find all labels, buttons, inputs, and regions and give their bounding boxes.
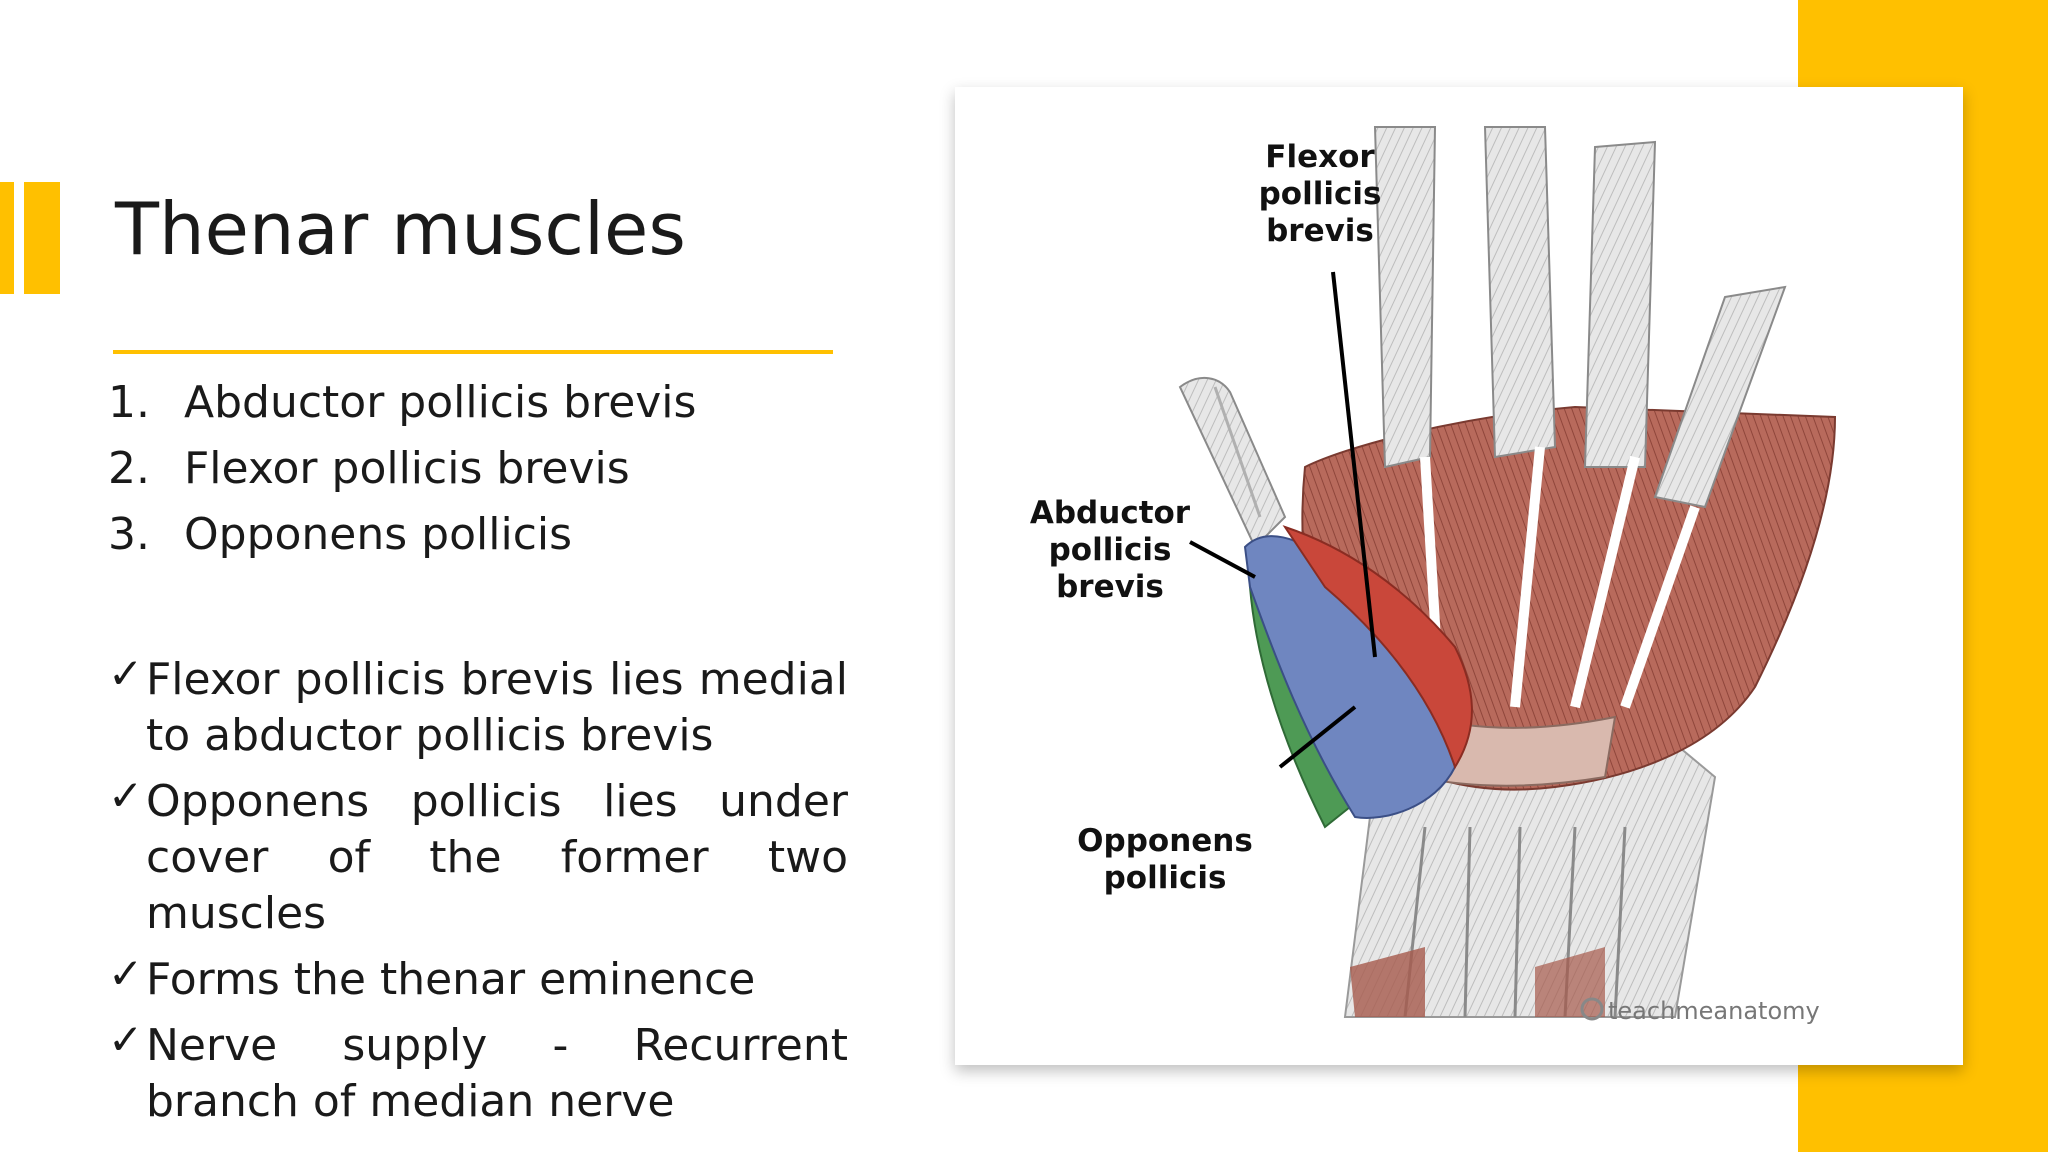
- hand-anatomy-illustration: Flexor pollicis brevis Abductor pollicis…: [1030, 126, 1837, 1025]
- label-flexor-pollicis-brevis-line2: pollicis: [1259, 176, 1382, 212]
- watermark-logo-icon: [1580, 997, 1604, 1021]
- watermark-text: teachmeanatomy: [1608, 997, 1820, 1025]
- checkmark-icon: ✓: [108, 771, 144, 820]
- flexor-pollicis-brevis-muscle: [1282, 525, 1473, 770]
- label-abductor-pollicis-brevis-line3: brevis: [1056, 569, 1164, 605]
- label-abductor-pollicis-brevis-line2: pollicis: [1049, 532, 1172, 568]
- title-underline: [113, 350, 833, 354]
- label-flexor-pollicis-brevis-line1: Flexor: [1265, 139, 1375, 175]
- facts-list: ✓ Flexor pollicis brevis lies medial to …: [108, 649, 848, 1140]
- slide-title: Thenar muscles: [115, 187, 686, 271]
- pointer-line: [1278, 705, 1357, 769]
- fact-text: Opponens pollicis lies under cover of th…: [146, 776, 848, 939]
- list-number: 2.: [108, 443, 150, 494]
- label-abductor-pollicis-brevis-line1: Abductor: [1030, 495, 1191, 531]
- fact-text: Forms the thenar eminence: [146, 954, 756, 1005]
- list-number: 1.: [108, 377, 150, 428]
- forearm-base: [1343, 725, 1717, 1018]
- watermark: teachmeanatomy: [1580, 997, 1820, 1025]
- title-accent-mark: [24, 182, 60, 294]
- fact-text: Flexor pollicis brevis lies medial to ab…: [146, 654, 848, 761]
- fact-item: ✓ Forms the thenar eminence: [108, 949, 848, 1008]
- fact-text: Nerve supply - Recurrent branch of media…: [146, 1020, 848, 1127]
- hand-anatomy-figure: Flexor pollicis brevis Abductor pollicis…: [955, 87, 1963, 1065]
- checkmark-icon: ✓: [108, 949, 144, 998]
- thumb: [1178, 377, 1287, 549]
- checkmark-icon: ✓: [108, 1015, 144, 1064]
- label-opponens-pollicis-line2: pollicis: [1104, 860, 1227, 896]
- title-accent-mark: [0, 182, 14, 294]
- label-flexor-pollicis-brevis-line3: brevis: [1266, 213, 1374, 249]
- list-item-text: Flexor pollicis brevis: [184, 443, 630, 494]
- thenar-muscles: [1243, 525, 1473, 829]
- fact-item: ✓ Nerve supply - Recurrent branch of med…: [108, 1015, 848, 1130]
- list-number: 3.: [108, 509, 150, 560]
- label-opponens-pollicis-line1: Opponens: [1077, 823, 1253, 859]
- pointer-line: [1189, 540, 1256, 579]
- fact-item: ✓ Opponens pollicis lies under cover of …: [108, 771, 848, 942]
- pointer-lines: [1189, 271, 1377, 769]
- checkmark-icon: ✓: [108, 649, 144, 698]
- list-item-text: Opponens pollicis: [184, 509, 573, 560]
- list-item-text: Abductor pollicis brevis: [184, 377, 697, 428]
- fact-item: ✓ Flexor pollicis brevis lies medial to …: [108, 649, 848, 764]
- fingers: [1373, 126, 1787, 709]
- pointer-line: [1331, 271, 1377, 658]
